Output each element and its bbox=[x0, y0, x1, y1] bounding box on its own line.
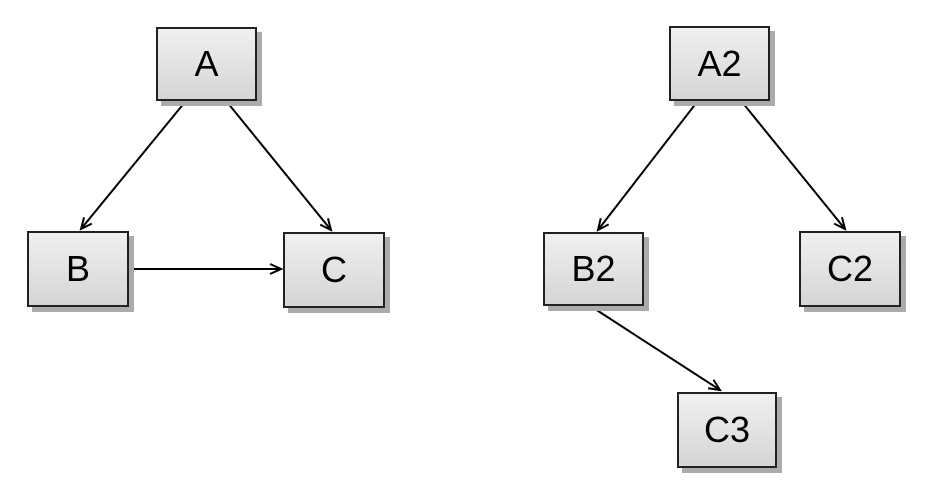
node-C3[interactable]: C3 bbox=[677, 392, 777, 468]
node-C2[interactable]: C2 bbox=[799, 231, 901, 307]
node-label: B bbox=[65, 248, 90, 289]
node-A[interactable]: A bbox=[156, 27, 257, 101]
node-label: B2 bbox=[571, 248, 616, 289]
node-label: A bbox=[194, 43, 219, 84]
edge-A2-to-B2[interactable] bbox=[598, 101, 698, 230]
node-C[interactable]: C bbox=[283, 232, 385, 308]
edge-A-to-C[interactable] bbox=[226, 101, 331, 230]
node-B[interactable]: B bbox=[27, 231, 129, 307]
node-B2[interactable]: B2 bbox=[543, 232, 644, 306]
node-label: C3 bbox=[703, 409, 751, 450]
edge-B2-to-C3[interactable] bbox=[591, 306, 720, 390]
node-A2[interactable]: A2 bbox=[669, 26, 770, 101]
node-label: A2 bbox=[697, 42, 742, 84]
edge-A2-to-C2[interactable] bbox=[741, 101, 845, 229]
edge-A-to-B[interactable] bbox=[81, 101, 186, 229]
node-label: C2 bbox=[826, 248, 874, 289]
node-label: C bbox=[321, 249, 347, 290]
